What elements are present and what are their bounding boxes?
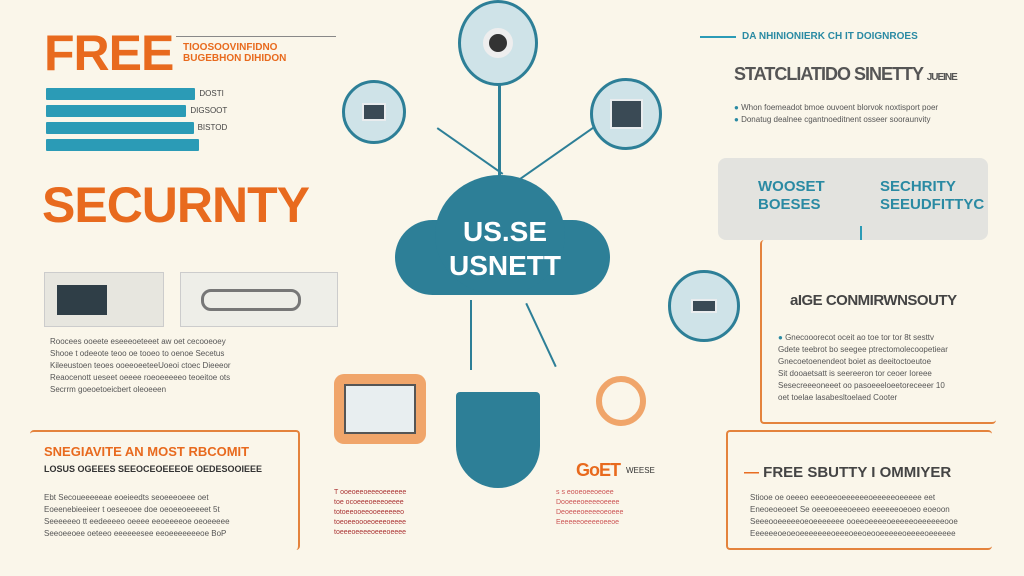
right-bottom-box <box>726 430 992 550</box>
right-kicker: DA NHINIONIERK CH IT DOIGNROES <box>742 31 918 42</box>
right-bottom-heading: — FREE SBUTTY I OMMIYER <box>744 464 952 481</box>
left-box-heading: SNEGIAVITE AN MOST RBCOMIT <box>44 444 250 459</box>
right-heading: STATCLIATIDO SINETTY JUEINE <box>734 64 958 84</box>
logo-text: GoET <box>576 460 621 480</box>
logo-suffix: WEESE <box>626 466 655 475</box>
cloud-text: US.SE <box>462 216 548 247</box>
cloud-hub: US.SE USNETT <box>395 175 610 315</box>
lock-icon <box>596 376 646 426</box>
network-illustration <box>180 272 338 327</box>
right-mid-heading: aIGE CONMIRWNSOUTY <box>790 292 957 309</box>
title-securnty: SECURNTY <box>42 177 310 233</box>
bar-label: DIGSOOT <box>190 106 228 115</box>
subtitle-line: BUGEBHON DIHIDON <box>183 53 287 64</box>
bullet: ● Whon foemeadot bmoe ouvoent blorvok no… <box>734 103 939 112</box>
bullet: ● Donatug dealnee cgantnoeditnent osseer… <box>734 115 931 124</box>
server-illustration <box>44 272 164 327</box>
left-box-subheading: LOSUS OGEEES SEEOCEOEEEOE OEDESOOIEEE <box>44 464 263 474</box>
progress-bar <box>46 122 194 134</box>
monitor-icon <box>590 78 662 150</box>
shield-icon <box>456 392 540 488</box>
bar-label: BISTOD <box>197 123 228 132</box>
computer-illustration <box>334 374 426 444</box>
bar-label: DOSTI <box>199 89 224 98</box>
cloud-text: USNETT <box>449 250 561 281</box>
subtitle-line: TIOOSOOVINFIDNO <box>183 42 278 53</box>
right-info-box <box>760 240 996 424</box>
laptop-icon <box>342 80 406 144</box>
left-info-box <box>30 430 300 550</box>
camera-icon <box>458 0 538 86</box>
right-bottom-paragraph: Stiooe oe oeeeo eeeoeeoeeeeeeoeeeeeoeeee… <box>750 493 958 538</box>
right-bullets: ● Whon foemeadot bmoe ouvoent blorvok no… <box>734 102 938 126</box>
title-free: FREE <box>44 25 174 81</box>
router-icon <box>668 270 740 342</box>
left-paragraph: Roocees ooeete eseeeoeteeet aw oet cecoo… <box>50 337 231 394</box>
progress-bar <box>46 139 199 151</box>
right-mid-paragraph: ● Gnecooorecot oceit ao toe tor tor 8t s… <box>778 333 948 402</box>
progress-bar <box>46 105 187 117</box>
left-box-paragraph: Ebt Secoueeeeeae eoeieedts seoeeeoeee oe… <box>44 493 230 538</box>
title-subtitle: TIOOSOOVINFIDNO BUGEBHON DIHIDON <box>183 42 286 64</box>
progress-bar <box>46 88 196 100</box>
